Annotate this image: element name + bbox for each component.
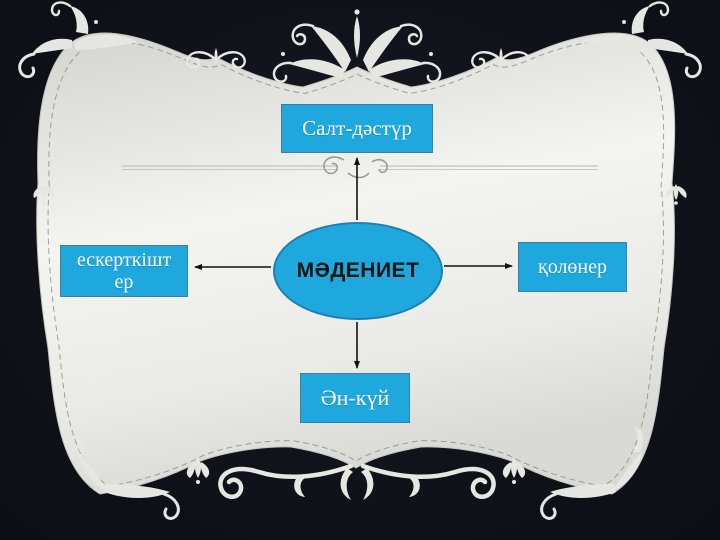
frame-ornaments [18,1,702,520]
node-right-label: қолөнер [537,255,607,278]
node-bottom-label: Ән-күй [320,384,390,410]
divider-flourish [323,156,388,179]
diagram-node-right: қолөнер [518,242,627,292]
top-crest-ornament [272,9,442,83]
node-left-label: ескерткішт ер [76,248,172,293]
divider [122,156,598,179]
diagram-node-top: Салт-дәстүр [281,104,433,153]
node-top-label: Салт-дәстүр [302,115,412,140]
diagram-node-bottom: Ән-күй [300,373,410,423]
diagram-center-node: МӘДЕНИЕТ [273,222,443,320]
center-node-label: МӘДЕНИЕТ [296,259,420,282]
diagram-node-left: ескерткішт ер [60,245,188,297]
